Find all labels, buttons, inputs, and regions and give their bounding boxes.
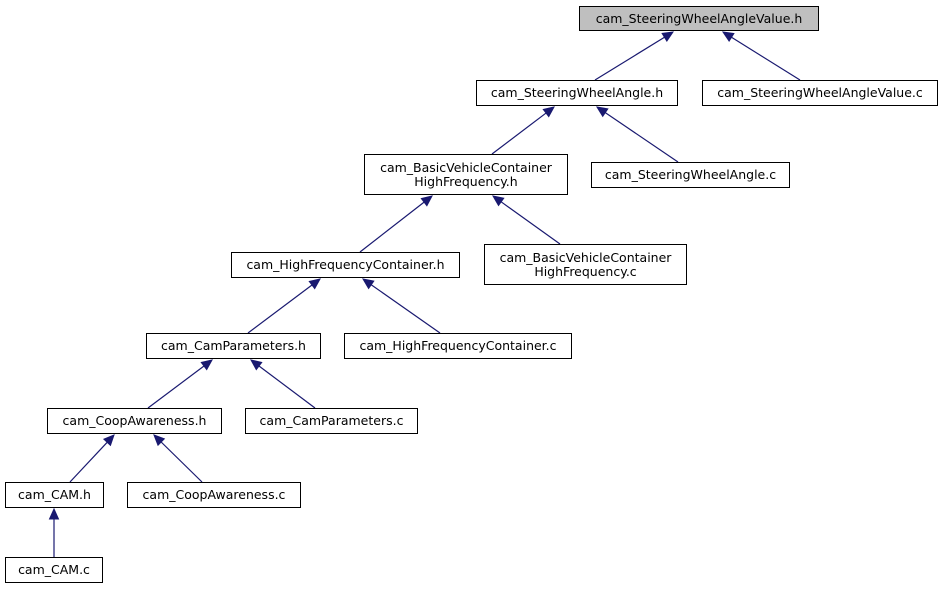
- arrowhead: [595, 106, 609, 118]
- node-label-line: cam_SteeringWheelAngleValue.c: [717, 85, 923, 100]
- edge-line: [247, 284, 313, 334]
- edge-line: [69, 441, 108, 483]
- edge-bvc-h-to-swa-h: [491, 106, 555, 155]
- edge-line: [491, 112, 547, 155]
- edge-coop-c-to-coop-h: [153, 434, 203, 483]
- arrowhead: [661, 31, 675, 42]
- edge-cam-c-to-cam-h: [48, 507, 60, 557]
- arrowhead: [153, 434, 166, 447]
- edge-cam-h-to-coop-h: [69, 434, 115, 483]
- edge-line: [370, 284, 441, 334]
- arrowhead: [542, 106, 555, 118]
- edge-line: [500, 201, 561, 245]
- node-label-line: cam_CoopAwareness.c: [142, 487, 286, 502]
- edge-hfc-c-to-hfc-h: [362, 278, 441, 334]
- node-cam-steeringwheelangle-h[interactable]: cam_SteeringWheelAngle.h: [476, 80, 678, 106]
- node-cam-steeringwheelanglevalue-c[interactable]: cam_SteeringWheelAngleValue.c: [702, 80, 938, 106]
- edge-swav-c-to-root: [721, 31, 801, 81]
- edge-line: [731, 36, 801, 81]
- edge-swa-c-to-swa-h: [595, 106, 679, 163]
- arrowhead: [102, 434, 115, 447]
- edge-hfc-h-to-bvc-h: [359, 195, 433, 253]
- node-label-line: cam_HighFrequencyContainer.c: [359, 338, 557, 353]
- node-cam-steeringwheelangle-c[interactable]: cam_SteeringWheelAngle.c: [591, 162, 790, 188]
- node-label-line: cam_CAM.c: [18, 562, 90, 577]
- arrowhead: [420, 195, 433, 207]
- node-label-line: cam_CoopAwareness.h: [62, 413, 207, 428]
- node-cam-coopawareness-h[interactable]: cam_CoopAwareness.h: [47, 408, 222, 434]
- node-cam-highfrequencycontainer-h[interactable]: cam_HighFrequencyContainer.h: [231, 252, 460, 278]
- arrowhead: [48, 507, 60, 520]
- node-label-line: HighFrequency.h: [414, 173, 518, 189]
- node-label-line: cam_SteeringWheelAngleValue.h: [595, 10, 803, 26]
- node-label-line: cam_HighFrequencyContainer.h: [246, 257, 445, 272]
- arrowhead: [250, 359, 263, 371]
- arrowhead: [492, 195, 505, 207]
- node-cam-highfrequencycontainer-c[interactable]: cam_HighFrequencyContainer.c: [344, 333, 572, 359]
- edge-line: [594, 36, 665, 81]
- arrowhead: [362, 278, 375, 290]
- edge-line: [604, 112, 679, 163]
- edge-line: [160, 441, 203, 483]
- node-label-line: cam_CamParameters.h: [161, 338, 306, 353]
- edge-line: [147, 365, 205, 409]
- node-cam-coopawareness-c[interactable]: cam_CoopAwareness.c: [127, 482, 301, 508]
- node-cam-cam-h[interactable]: cam_CAM.h: [5, 482, 104, 508]
- arrowhead: [200, 359, 213, 371]
- node-label-line: cam_CamParameters.c: [259, 413, 404, 428]
- node-cam-steeringwheelanglevalue-h: cam_SteeringWheelAngleValue.h: [579, 6, 819, 31]
- edge-line: [359, 201, 425, 253]
- node-label-line: cam_CAM.h: [18, 487, 91, 502]
- edge-swa-h-to-root: [594, 31, 675, 81]
- node-label-line: HighFrequency.c: [534, 263, 637, 279]
- edge-bvc-c-to-bvc-h: [492, 195, 561, 245]
- node-cam-camparameters-c[interactable]: cam_CamParameters.c: [245, 408, 418, 434]
- edge-cp-h-to-hfc-h: [247, 278, 321, 334]
- node-label-line: cam_BasicVehicleContainer: [499, 249, 672, 265]
- arrowhead: [721, 31, 735, 43]
- edge-coop-h-to-cp-h: [147, 359, 213, 409]
- edge-line: [258, 365, 316, 409]
- node-label-line: cam_BasicVehicleContainer: [380, 159, 552, 175]
- arrowhead: [308, 278, 321, 290]
- node-label-line: cam_SteeringWheelAngle.c: [604, 167, 777, 182]
- node-cam-camparameters-h[interactable]: cam_CamParameters.h: [146, 333, 321, 359]
- edge-cp-c-to-cp-h: [250, 359, 316, 409]
- node-label-line: cam_SteeringWheelAngle.h: [490, 85, 664, 100]
- node-cam-cam-c[interactable]: cam_CAM.c: [5, 557, 103, 583]
